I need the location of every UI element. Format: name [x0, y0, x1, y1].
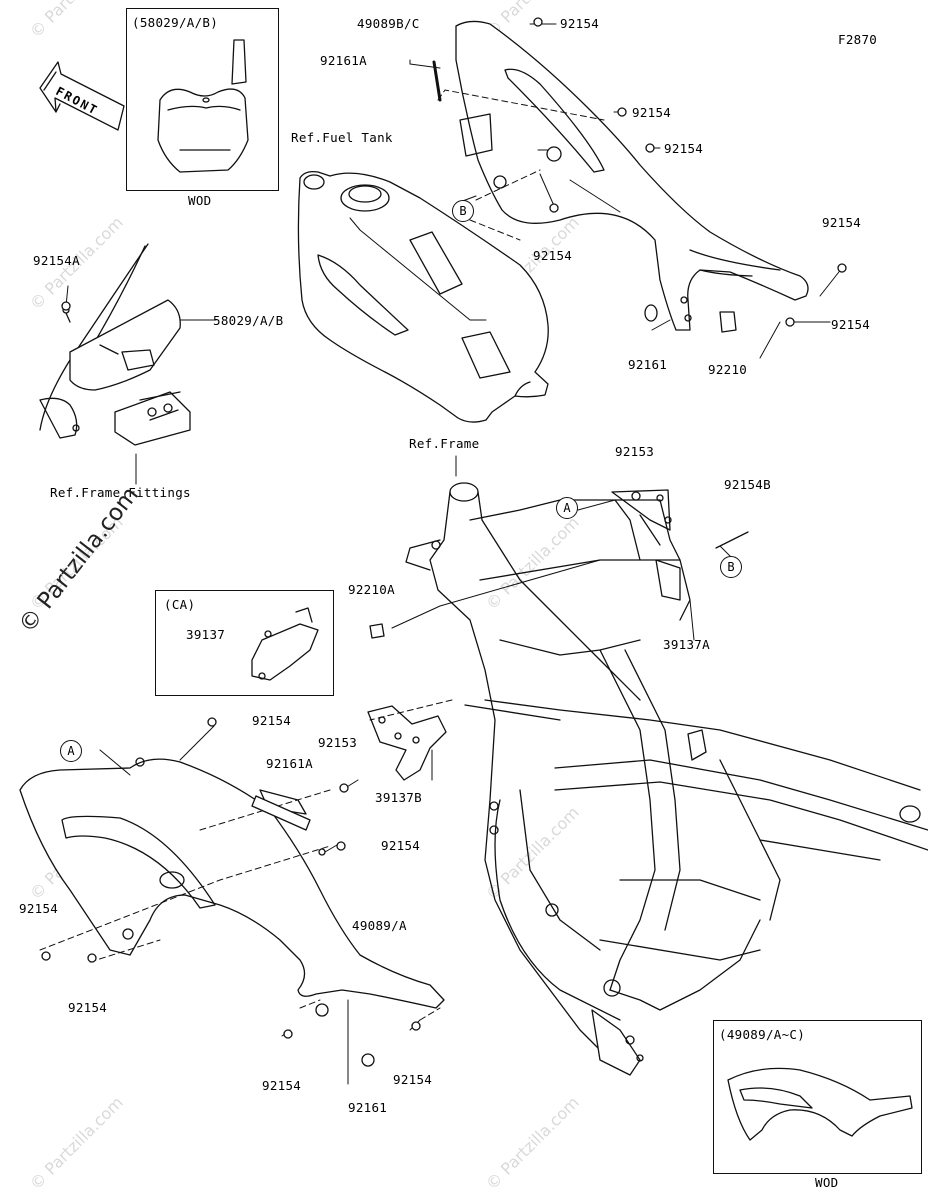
callout-part-number: 92210	[708, 362, 748, 377]
inset-title-ca: (CA)	[164, 597, 196, 612]
callout-part-number: 92154	[68, 1000, 108, 1015]
callout-part-number: 92154	[393, 1072, 433, 1087]
callout-part-number: 92154	[822, 215, 862, 230]
number-plate-exploded	[39, 243, 191, 446]
callout-ref-frame-fittings: Ref.Frame Fittings	[50, 485, 191, 500]
right-shroud-drawing	[455, 20, 809, 333]
inset-title-plate: (58029/A/B)	[132, 15, 219, 30]
number-plate-drawing	[157, 39, 249, 173]
ref-mark-a: A	[60, 740, 82, 762]
ref-mark-b: B	[452, 200, 474, 222]
callout-39137: 39137	[186, 627, 226, 642]
callout-part-number: 92154	[831, 317, 871, 332]
callout-part-number: 92154	[262, 1078, 302, 1093]
fuel-tank-drawing	[297, 170, 549, 423]
callout-part-number: 39137B	[375, 790, 422, 805]
callout-part-number: 92154	[533, 248, 573, 263]
callout-ref-fuel-tank: Ref.Fuel Tank	[291, 130, 393, 145]
callout-part-number: 92161A	[266, 756, 313, 771]
left-shroud-drawing	[19, 757, 445, 1017]
callout-part-number: 92154	[381, 838, 421, 853]
callout-part-number: 92153	[318, 735, 358, 750]
inset-title-shroud: (49089/A~C)	[719, 1027, 806, 1042]
ref-mark-a: A	[556, 497, 578, 519]
callout-part-number: 49089B/C	[357, 16, 420, 31]
number-plate-inset-box	[126, 8, 279, 191]
shroud-thumbnail-drawing	[727, 1067, 913, 1141]
front-arrow-icon	[39, 61, 125, 131]
bracket-39137-drawing	[251, 607, 319, 681]
shroud-inset-box	[713, 1020, 922, 1174]
callout-part-number: 92154	[560, 16, 600, 31]
callout-part-number: 92154	[632, 105, 672, 120]
inset-caption-plate: WOD	[188, 193, 212, 208]
callout-part-number: 92154	[252, 713, 292, 728]
callout-ref-frame: Ref.Frame	[409, 436, 480, 451]
callout-part-number: 92161A	[320, 53, 367, 68]
figure-code: F2870	[838, 32, 878, 47]
callout-part-number: 92154	[664, 141, 704, 156]
callout-part-number: 92153	[615, 444, 655, 459]
callout-part-number: 92154A	[33, 253, 80, 268]
callout-part-number: 58029/A/B	[213, 313, 284, 328]
callout-part-number: 92154B	[724, 477, 771, 492]
callout-part-number: 92154	[19, 901, 59, 916]
callout-part-number: 92161	[628, 357, 668, 372]
frame-drawing	[405, 482, 928, 1076]
callout-part-number: 39137A	[663, 637, 710, 652]
bracket-39137b-drawing	[367, 705, 447, 781]
ref-mark-b: B	[720, 556, 742, 578]
inset-caption-shroud: WOD	[815, 1175, 839, 1190]
ca-inset-box	[155, 590, 334, 696]
callout-part-number: 49089/A	[352, 918, 407, 933]
callout-part-number: 92161	[348, 1100, 388, 1115]
callout-part-number: 92210A	[348, 582, 395, 597]
